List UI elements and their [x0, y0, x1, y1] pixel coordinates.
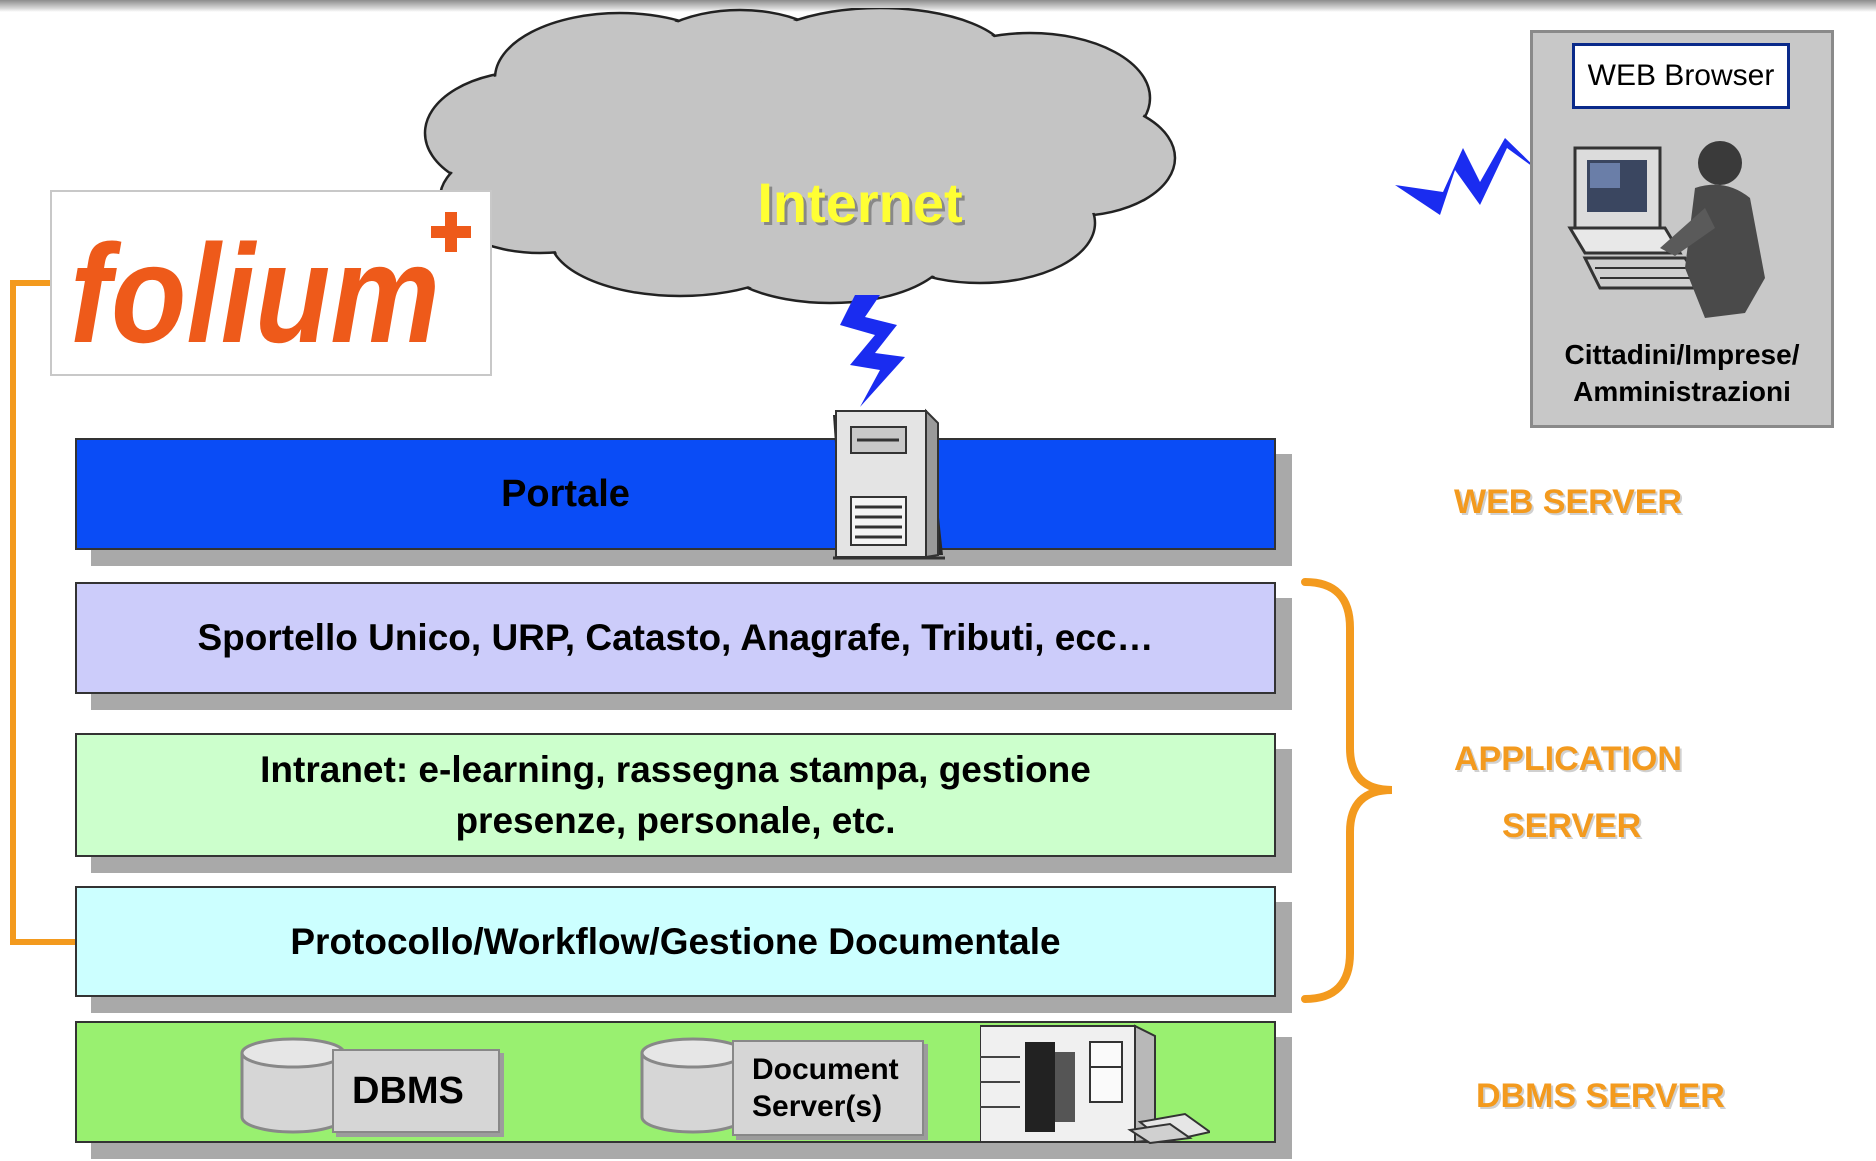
tier-application-server-line1: APPLICATION — [1454, 740, 1682, 778]
tier-web-server: WEB SERVER — [1454, 483, 1682, 521]
tier-dbms-server: DBMS SERVER — [1476, 1077, 1725, 1115]
storage-machine-icon — [980, 1024, 1210, 1144]
layer-portale-label: Portale — [501, 472, 630, 515]
dbms-label: DBMS — [352, 1069, 464, 1112]
layer-applicazioni-label: Sportello Unico, URP, Catasto, Anagrafe,… — [197, 617, 1154, 658]
folium-logo-icon: folium — [70, 212, 471, 372]
client-user-label: Cittadini/Imprese/ Amministrazioni — [1530, 336, 1834, 410]
layer-intranet: Intranet: e-learning, rassegna stampa, g… — [75, 733, 1276, 857]
document-server-icon — [640, 1037, 746, 1134]
layer-protocollo: Protocollo/Workflow/Gestione Documentale — [75, 886, 1276, 997]
wireless-link-icon — [1395, 138, 1540, 215]
document-server-label-line1: Document — [752, 1053, 899, 1086]
internet-cloud-icon — [423, 8, 1177, 305]
layer-applicazioni: Sportello Unico, URP, Catasto, Anagrafe,… — [75, 582, 1276, 694]
tier-application-server-line2: SERVER — [1502, 807, 1642, 845]
application-server-brace — [1301, 578, 1393, 1003]
top-bar — [0, 0, 1876, 12]
computer-user-icon — [1567, 141, 1765, 318]
client-user-label-line1: Cittadini/Imprese/ — [1564, 339, 1800, 370]
folium-logo: folium — [50, 190, 492, 376]
folium-connector-tail — [40, 939, 80, 945]
layer-protocollo-label: Protocollo/Workflow/Gestione Documentale — [290, 920, 1061, 962]
layer-portale: Portale — [75, 438, 1276, 550]
internet-label: Internet — [757, 171, 963, 234]
document-server-label-line2: Server(s) — [752, 1090, 883, 1123]
web-browser-box: WEB Browser — [1572, 43, 1790, 109]
folium-connector-line — [10, 280, 50, 945]
web-server-icon — [833, 408, 945, 560]
client-user-label-line2: Amministrazioni — [1573, 376, 1791, 407]
dbms-label-box: DBMS — [332, 1049, 500, 1133]
wireless-link-icon — [840, 295, 905, 407]
folium-logo-text: folium — [70, 215, 440, 372]
layer-intranet-line2: presenze, personale, etc. — [455, 800, 896, 841]
layer-intranet-line1: Intranet: e-learning, rassegna stampa, g… — [260, 749, 1091, 790]
document-server-label-box: Document Server(s) — [732, 1040, 924, 1136]
